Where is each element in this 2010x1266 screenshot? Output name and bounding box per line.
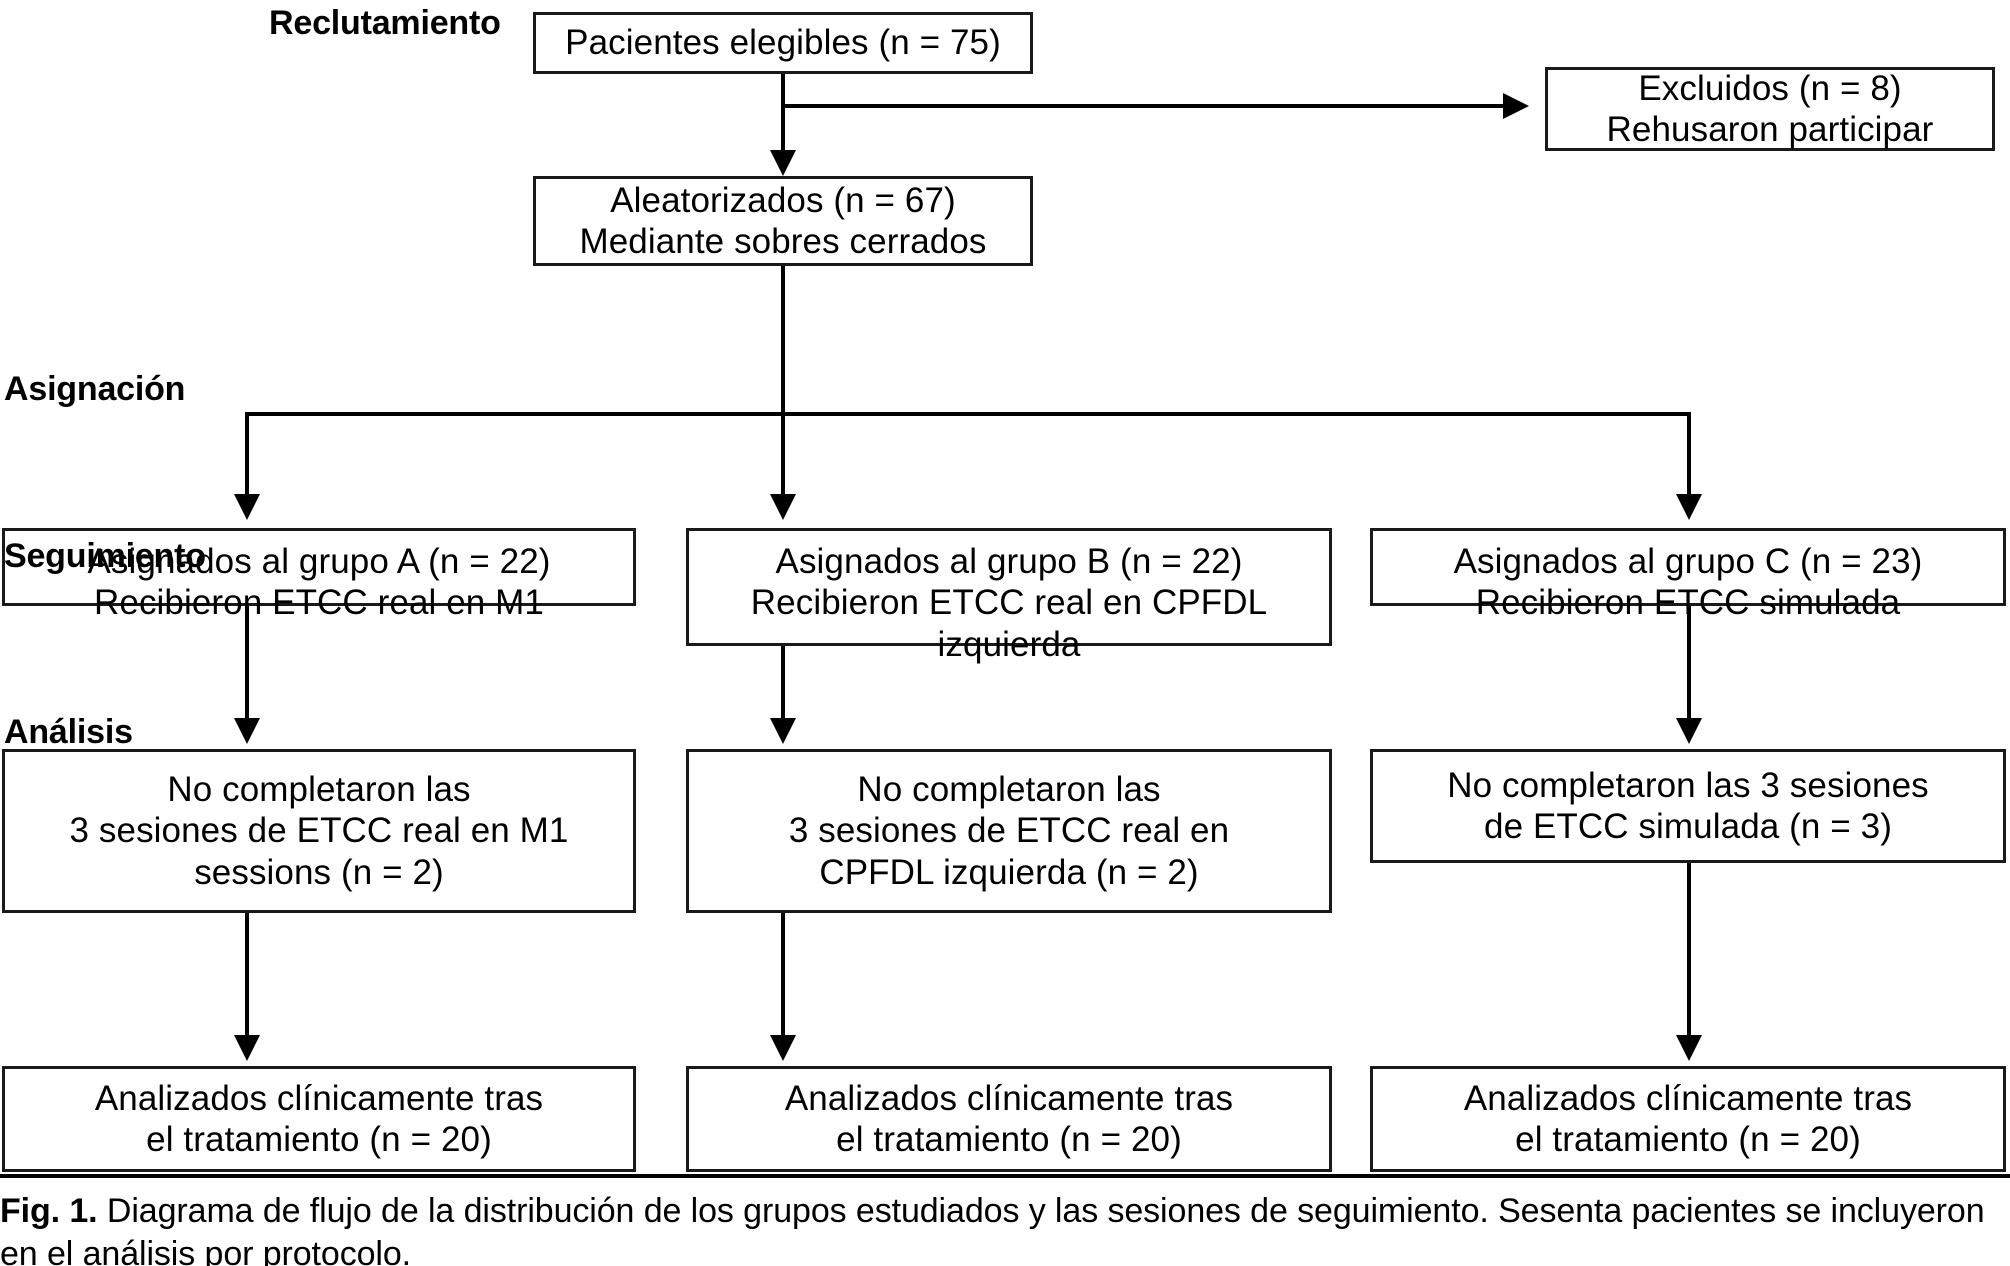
arrowhead-a-to-analysis bbox=[234, 1035, 260, 1061]
caption-divider-rule bbox=[0, 1174, 2010, 1178]
connector-a-to-analysis bbox=[245, 913, 249, 1039]
box-allocation-group-a-line-2: Recibieron ETCC real en M1 bbox=[94, 583, 544, 623]
box-followup-group-a-line-1: No completaron las bbox=[167, 770, 471, 810]
box-analysis-group-c-line-2: el tratamiento (n = 20) bbox=[1515, 1120, 1861, 1159]
connector-eligible-to-excluded bbox=[781, 104, 1503, 108]
arrowhead-eligible-to-excluded bbox=[1503, 93, 1529, 119]
box-analysis-group-a-line-2: el tratamiento (n = 20) bbox=[146, 1120, 492, 1159]
box-followup-group-c: No completaron las 3 sesiones de ETCC si… bbox=[1370, 749, 2006, 863]
box-randomized-line-2: Mediante sobres cerrados bbox=[579, 222, 987, 261]
figure-caption-text: Diagrama de flujo de la distribución de … bbox=[0, 1192, 1985, 1266]
arrowhead-c-to-followup bbox=[1676, 718, 1702, 744]
box-followup-group-a: No completaron las 3 sesiones de ETCC re… bbox=[2, 749, 636, 913]
box-analysis-group-b-line-2: el tratamiento (n = 20) bbox=[836, 1120, 1182, 1159]
box-eligible-line-1: Pacientes elegibles (n = 75) bbox=[565, 23, 1001, 63]
box-analysis-group-c-line-1: Analizados clínicamente tras bbox=[1463, 1078, 1913, 1118]
arrowhead-eligible-to-randomized bbox=[770, 150, 796, 176]
connector-a-to-followup bbox=[245, 606, 249, 726]
box-allocation-group-a-line-1: Asignados al grupo A (n = 22) bbox=[87, 542, 551, 581]
box-excluded: Excluidos (n = 8) Rehusaron participar bbox=[1545, 67, 1995, 151]
connector-b-to-followup bbox=[781, 646, 785, 726]
box-analysis-group-c: Analizados clínicamente tras el tratamie… bbox=[1370, 1066, 2006, 1172]
box-excluded-line-1: Excluidos (n = 8) bbox=[1638, 68, 1902, 108]
box-followup-group-a-line-3: sessions (n = 2) bbox=[194, 852, 444, 892]
box-analysis-group-a: Analizados clínicamente tras el tratamie… bbox=[2, 1066, 636, 1172]
connector-eligible-to-randomized bbox=[781, 74, 785, 162]
box-followup-group-b-line-1: No completaron las bbox=[857, 770, 1161, 810]
box-randomized: Aleatorizados (n = 67) Mediante sobres c… bbox=[533, 176, 1033, 266]
connector-drop-group-a bbox=[245, 412, 249, 502]
stage-label-followup: Seguimiento bbox=[4, 537, 206, 575]
stage-label-analysis: Análisis bbox=[4, 713, 133, 751]
arrowhead-b-to-followup bbox=[770, 718, 796, 744]
box-followup-group-b: No completaron las 3 sesiones de ETCC re… bbox=[686, 749, 1332, 913]
box-analysis-group-a-line-1: Analizados clínicamente tras bbox=[94, 1078, 544, 1118]
figure-caption: Fig. 1. Diagrama de flujo de la distribu… bbox=[0, 1190, 2000, 1266]
figure-caption-label: Fig. 1. bbox=[0, 1192, 98, 1230]
box-followup-group-b-line-3: CPFDL izquierda (n = 2) bbox=[819, 852, 1199, 892]
connector-randomized-stem bbox=[781, 266, 785, 416]
box-allocation-group-b-line-3: izquierda bbox=[937, 624, 1081, 664]
connector-drop-group-c bbox=[1687, 412, 1691, 502]
arrowhead-drop-group-b bbox=[770, 494, 796, 520]
box-excluded-line-2: Rehusaron participar bbox=[1606, 110, 1934, 149]
connector-b-to-analysis bbox=[781, 913, 785, 1039]
box-allocation-group-a: Asignados al grupo A (n = 22) Recibieron… bbox=[2, 528, 636, 622]
box-allocation-group-c-line-1: Asignados al grupo C (n = 23) bbox=[1453, 542, 1923, 581]
arrowhead-c-to-analysis bbox=[1676, 1035, 1702, 1061]
box-followup-group-b-line-2: 3 sesiones de ETCC real en bbox=[788, 811, 1230, 851]
connector-c-to-analysis bbox=[1687, 863, 1691, 1039]
connector-allocation-split-bar bbox=[245, 412, 1691, 416]
box-randomized-line-1: Aleatorizados (n = 67) bbox=[610, 180, 956, 220]
box-allocation-group-c: Asignados al grupo C (n = 23) Recibieron… bbox=[1370, 528, 2006, 622]
connector-drop-group-b bbox=[781, 412, 785, 502]
box-allocation-group-b: Asignados al grupo B (n = 22) Recibieron… bbox=[686, 528, 1332, 664]
arrowhead-b-to-analysis bbox=[770, 1035, 796, 1061]
stage-label-recruitment: Reclutamiento bbox=[269, 4, 501, 42]
box-followup-group-c-line-2: de ETCC simulada (n = 3) bbox=[1484, 807, 1892, 846]
box-followup-group-a-line-2: 3 sesiones de ETCC real en M1 bbox=[69, 811, 569, 851]
connector-c-to-followup bbox=[1687, 606, 1691, 726]
arrowhead-a-to-followup bbox=[234, 718, 260, 744]
box-analysis-group-b: Analizados clínicamente tras el tratamie… bbox=[686, 1066, 1332, 1172]
box-eligible-patients: Pacientes elegibles (n = 75) bbox=[533, 12, 1033, 74]
box-analysis-group-b-line-1: Analizados clínicamente tras bbox=[784, 1078, 1234, 1118]
stage-label-allocation: Asignación bbox=[4, 370, 186, 408]
box-allocation-group-b-line-1: Asignados al grupo B (n = 22) bbox=[775, 542, 1243, 581]
box-allocation-group-b-line-2: Recibieron ETCC real en CPFDL bbox=[750, 583, 1268, 623]
arrowhead-drop-group-c bbox=[1676, 494, 1702, 520]
box-followup-group-c-line-1: No completaron las 3 sesiones bbox=[1447, 765, 1929, 805]
arrowhead-drop-group-a bbox=[234, 494, 260, 520]
